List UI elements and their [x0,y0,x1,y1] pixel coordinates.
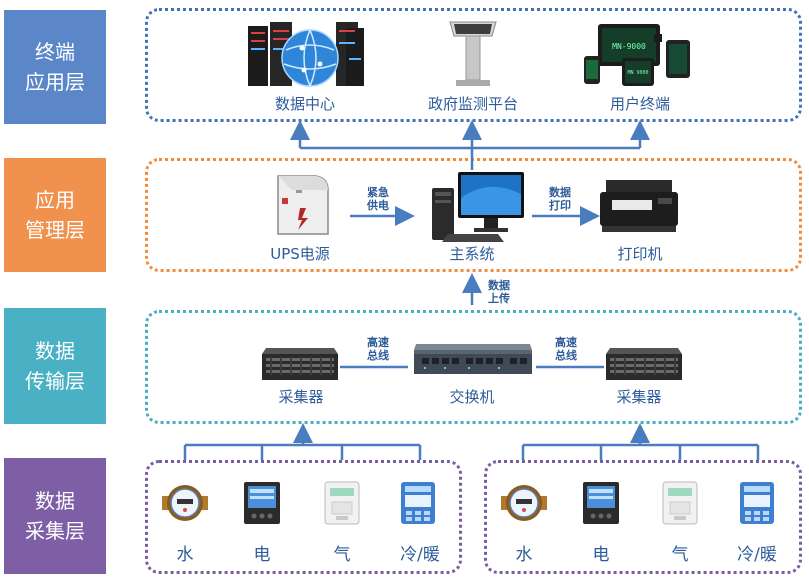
printer-icon [600,180,678,232]
layer-tab-collection: 数据 采集层 [4,458,106,574]
layer-tab-terminal-line2: 应用层 [25,70,85,94]
ups-arrow-label-line1: 紧急 [367,186,389,199]
collector-left-label: 采集器 [278,388,324,406]
ups-arrow-label-line2: 供电 [367,199,389,212]
gas-meter-icon-right [662,481,698,525]
layer-tab-collection-line2: 采集层 [25,519,85,543]
layer-tab-transfer: 数据 传输层 [4,308,106,424]
hvac-meter-icon-right [740,482,774,524]
upload-label-line2: 上传 [488,292,510,305]
layer-tab-terminal: 终端 应用层 [4,10,106,124]
electric-label-right: 电 [592,545,610,565]
collection-panel-left [145,460,462,574]
gov-platform-label: 政府监测平台 [427,95,518,113]
layer-tab-management: 应用 管理层 [4,158,106,272]
water-meter-icon-right [501,485,547,521]
collector-right-label: 采集器 [616,388,662,406]
bus-left-label-line2: 总线 [367,349,389,362]
hvac-label-left: 冷/暖 [400,545,440,565]
gas-meter-icon-left [324,481,360,525]
user-terminal-devices-icon: MN-9000 MN 9000 [584,24,690,86]
main-system-label: 主系统 [449,245,495,263]
print-arrow-label: 数据 打印 [540,186,580,212]
management-panel [145,158,802,272]
printer-label: 打印机 [617,245,663,263]
layer-tab-management-line1: 应用 [35,188,75,212]
ups-icon [277,175,329,235]
tablet-screen-text: MN 9000 [627,70,648,76]
tv-screen-text: MN-9000 [612,42,646,51]
datacenter-label: 数据中心 [274,95,335,113]
bus-right-label: 高速 总线 [548,336,584,362]
datacenter-icon [248,22,364,87]
water-meter-icon-left [162,485,208,521]
bus-left-label-line1: 高速 [367,336,389,349]
print-arrow-label-line2: 打印 [549,199,571,212]
electric-meter-icon-left [244,482,280,524]
bus-right-label-line2: 总线 [555,349,577,362]
gas-label-right: 气 [671,545,689,565]
bus-right-label-line1: 高速 [555,336,577,349]
ups-arrow-label: 紧急 供电 [358,186,398,212]
water-label-left: 水 [176,545,194,565]
collection-panel-right [484,460,802,574]
layer-tab-terminal-line1: 终端 [35,40,75,64]
layer-tab-transfer-line2: 传输层 [25,369,85,393]
print-arrow-label-line1: 数据 [549,186,571,199]
electric-label-left: 电 [253,545,271,565]
upload-label-line1: 数据 [488,279,510,292]
switch-label: 交换机 [449,388,495,406]
user-terminal-label: 用户终端 [609,95,670,113]
hvac-label-right: 冷/暖 [737,545,777,565]
gas-label-left: 气 [333,545,351,565]
main-system-computer-icon [432,172,524,242]
upload-label: 数据 上传 [482,279,516,305]
layer-tab-collection-line1: 数据 [35,489,75,513]
ups-label: UPS电源 [270,245,330,263]
transfer-panel [145,310,802,424]
hvac-meter-icon-left [401,482,435,524]
switch-icon [414,344,532,374]
bus-left-label: 高速 总线 [360,336,396,362]
gov-platform-kiosk-icon [449,21,497,86]
collector-left-icon [262,348,338,380]
collector-right-icon [606,348,682,380]
layer-tab-transfer-line1: 数据 [35,339,75,363]
water-label-right: 水 [515,545,533,565]
electric-meter-icon-right [583,482,619,524]
layer-tab-management-line2: 管理层 [25,218,85,242]
